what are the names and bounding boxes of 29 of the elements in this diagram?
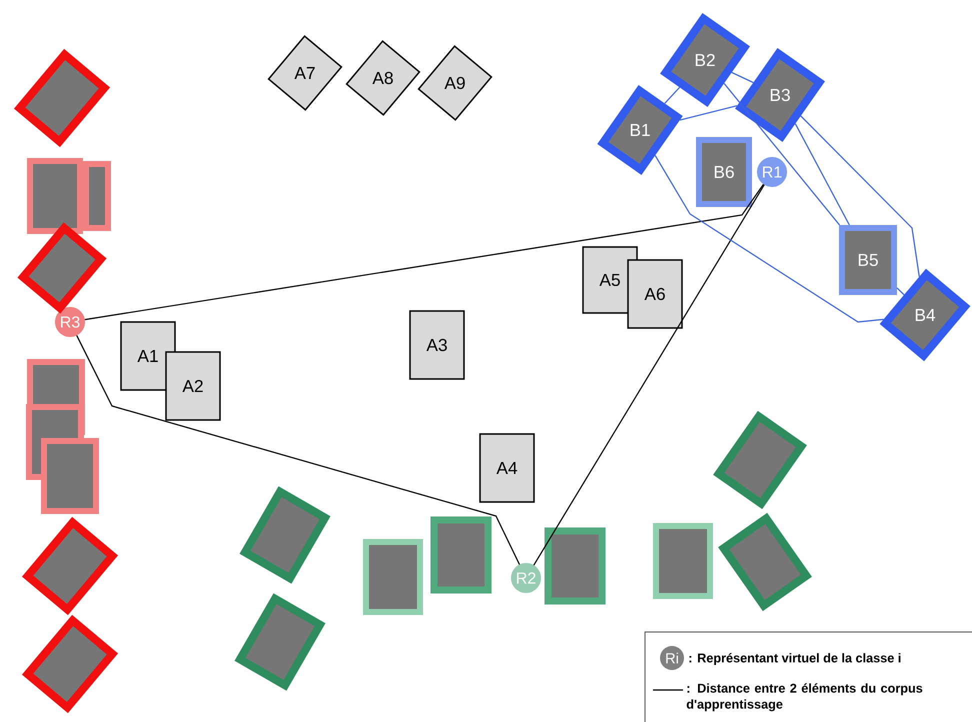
distance-line bbox=[664, 86, 680, 104]
distance-line bbox=[896, 288, 904, 296]
element-box: A6 bbox=[627, 259, 683, 329]
distance-line bbox=[76, 335, 520, 565]
distance-line bbox=[84, 184, 764, 320]
distance-line bbox=[794, 123, 850, 226]
element-box: A3 bbox=[409, 310, 465, 380]
element-box: B6 bbox=[696, 137, 752, 207]
element-box: A4 bbox=[479, 433, 535, 503]
element-box bbox=[363, 539, 423, 615]
element-box bbox=[430, 516, 492, 594]
element-box: A1 bbox=[120, 321, 176, 391]
distance-line bbox=[654, 155, 884, 323]
distance-line bbox=[731, 72, 754, 84]
element-box: A8 bbox=[346, 40, 420, 116]
legend-text: : Représentant virtuel de la classe i bbox=[689, 653, 900, 665]
element-box bbox=[653, 523, 713, 599]
element-box bbox=[41, 438, 99, 514]
element-box: A9 bbox=[418, 45, 492, 121]
element-box: B5 bbox=[839, 225, 897, 295]
element-box bbox=[544, 528, 606, 604]
legend-text: : Distance entre 2 éléments du corpus d'apprentissage bbox=[686, 683, 922, 712]
element-box bbox=[83, 161, 111, 231]
distance-line bbox=[800, 115, 920, 277]
distance-line bbox=[724, 82, 840, 226]
element-box: A2 bbox=[165, 351, 221, 421]
element-box: A7 bbox=[268, 35, 342, 111]
distance-line bbox=[680, 105, 738, 121]
distance-line bbox=[533, 184, 765, 566]
